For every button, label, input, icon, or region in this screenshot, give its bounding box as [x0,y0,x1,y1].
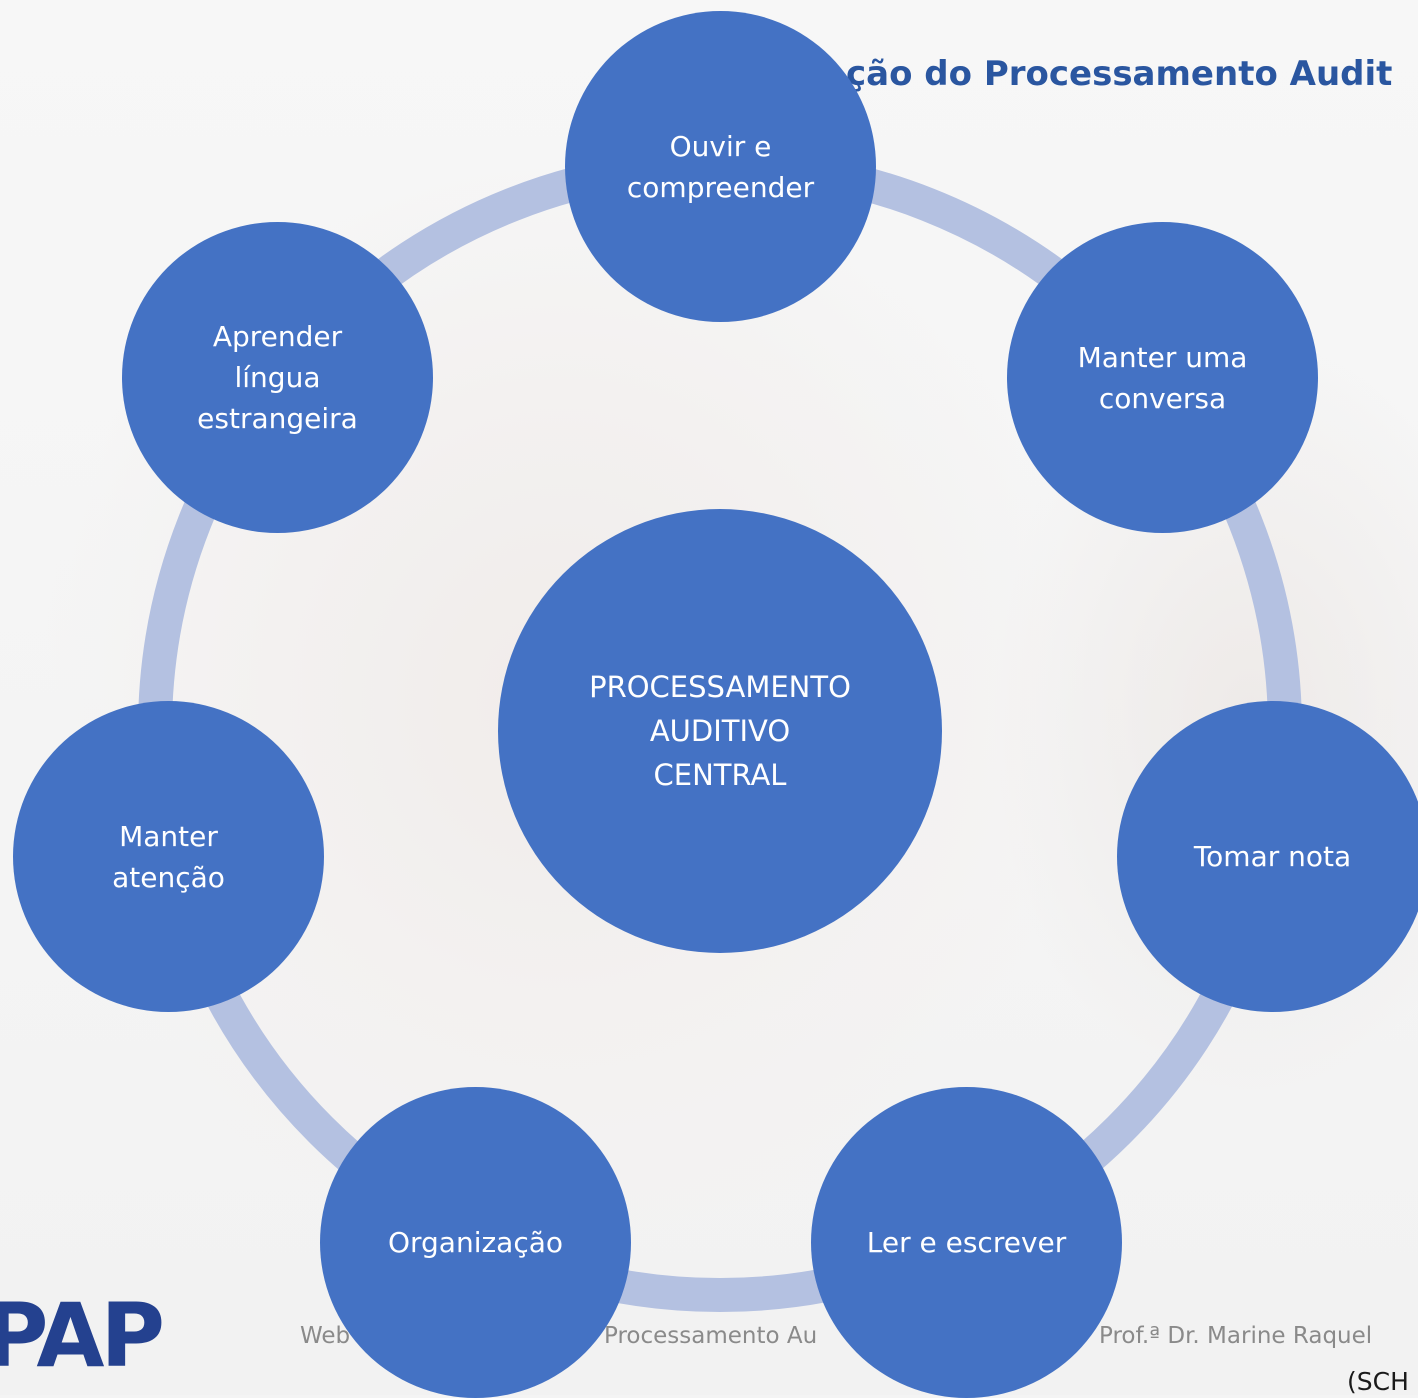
slide-title: ção do Processamento Audit [846,54,1393,94]
node-manter-atencao: Manter atenção [13,701,324,1012]
citation: (SCH [1347,1367,1409,1396]
node-ler-e-escrever: Ler e escrever [811,1087,1122,1398]
footer-right: Prof.ª Dr. Marine Raquel [1099,1323,1373,1349]
node-manter-uma-conversa: Manter uma conversa [1007,222,1318,533]
node-aprender-lingua-estrangeira: Aprender língua estrangeira [122,222,433,533]
footer-middle: Processamento Au [604,1323,818,1349]
logo: PAP [0,1284,165,1387]
node-tomar-nota: Tomar nota [1117,701,1418,1012]
center-node: PROCESSAMENTO AUDITIVO CENTRAL [498,509,942,953]
node-organizacao: Organização [320,1087,631,1398]
footer-left: Web [300,1323,351,1349]
node-ouvir-e-compreender: Ouvir e compreender [565,11,876,322]
